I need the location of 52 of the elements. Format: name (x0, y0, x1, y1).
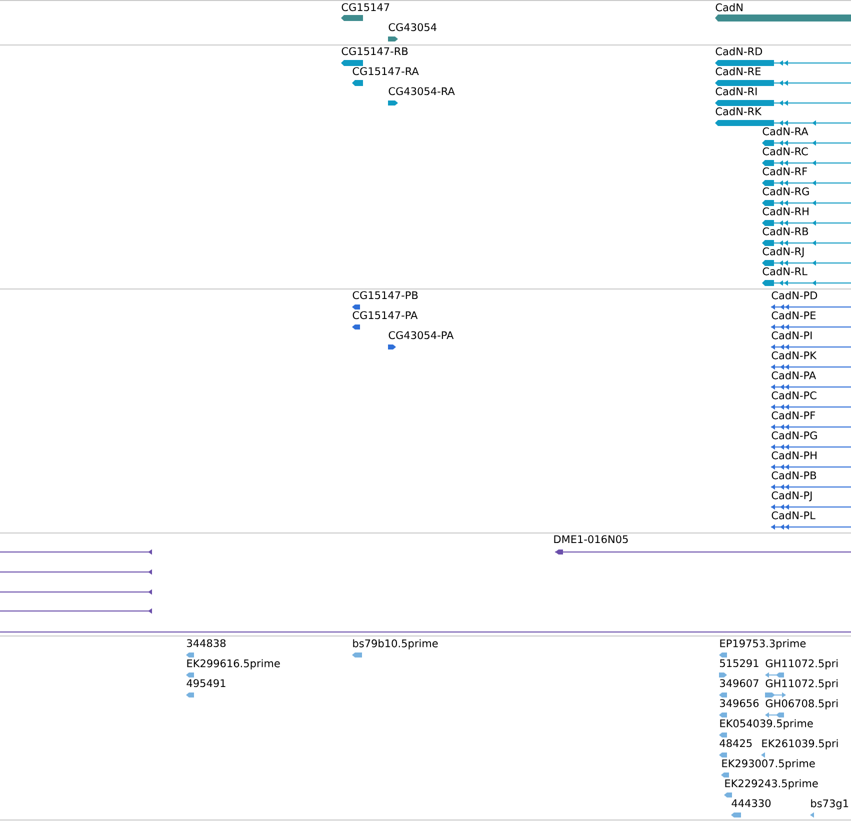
feature-label: CadN-PB (772, 471, 816, 480)
feature-label: bs79b10.5prime (353, 639, 438, 650)
feature-label: CadN-RC (762, 147, 808, 156)
feature-label: GH11072.5pri (766, 679, 838, 690)
feature-label: CG43054-PA (388, 331, 454, 340)
feature-label: CadN-RE (716, 67, 761, 76)
feature-label: CadN-RF (762, 167, 807, 176)
feature-label: 349607 (720, 679, 758, 688)
feature-label: CG15147-RA (352, 67, 419, 76)
feature-label: CG15147-PB (352, 291, 418, 300)
feature-label: EK299616.5prime (187, 659, 280, 670)
feature-label: 349656 (720, 699, 759, 708)
feature-label: CG15147-RB (342, 47, 408, 56)
feature-label: EP19753.3prime (720, 639, 806, 650)
feature-label: GH11072.5pri (766, 659, 838, 670)
feature-label: CadN-RG (762, 187, 809, 196)
feature-label: 48425 (720, 739, 752, 748)
feature-label: CadN-RI (716, 87, 757, 96)
feature-label: EK229243.5prime (725, 779, 818, 790)
feature-label: GH06708.5pri (766, 699, 838, 710)
feature-label: EK054039.5prime (720, 719, 813, 730)
feature-label: CadN-PL (772, 511, 816, 520)
feature-label: CadN-RH (762, 207, 808, 216)
feature-label: CadN-PJ (772, 491, 812, 502)
feature-label: bs73g1 (811, 799, 848, 810)
feature-label: 515291 (720, 659, 758, 668)
feature-label: CadN-RD (716, 47, 762, 56)
feature-label: CG15147-PA (352, 311, 418, 320)
feature-label: CadN-RK (716, 107, 762, 116)
feature-label: CadN-PF (772, 411, 816, 420)
feature-label: CadN-PA (772, 371, 816, 380)
feature-label: EK293007.5prime (722, 759, 815, 770)
feature-label: CadN-PD (772, 291, 818, 300)
feature-label: DME1-016N05 (554, 535, 628, 544)
feature-label: 344838 (187, 639, 226, 648)
feature-label: EK261039.5pri (762, 739, 838, 750)
feature-label: CadN-PI (772, 331, 812, 340)
feature-label: CadN-PK (772, 351, 817, 360)
feature-label: CG43054-RA (388, 87, 455, 96)
feature-label: 495491 (186, 679, 226, 688)
feature-label: CadN-RJ (762, 247, 804, 258)
feature-label: 444330 (732, 799, 771, 808)
feature-label: CadN (716, 3, 742, 12)
feature-label: CadN-PC (772, 391, 816, 400)
feature-label: CadN-RB (762, 227, 808, 236)
feature-label: CadN-PE (772, 311, 816, 320)
feature-label: CadN-PG (772, 431, 817, 440)
feature-label: CadN-PH (772, 451, 816, 460)
feature-label: CadN-RA (762, 127, 808, 136)
feature-label: CadN-RL (762, 267, 808, 276)
feature-label: CG43054 (388, 23, 436, 32)
feature-label: CG15147 (342, 3, 390, 12)
